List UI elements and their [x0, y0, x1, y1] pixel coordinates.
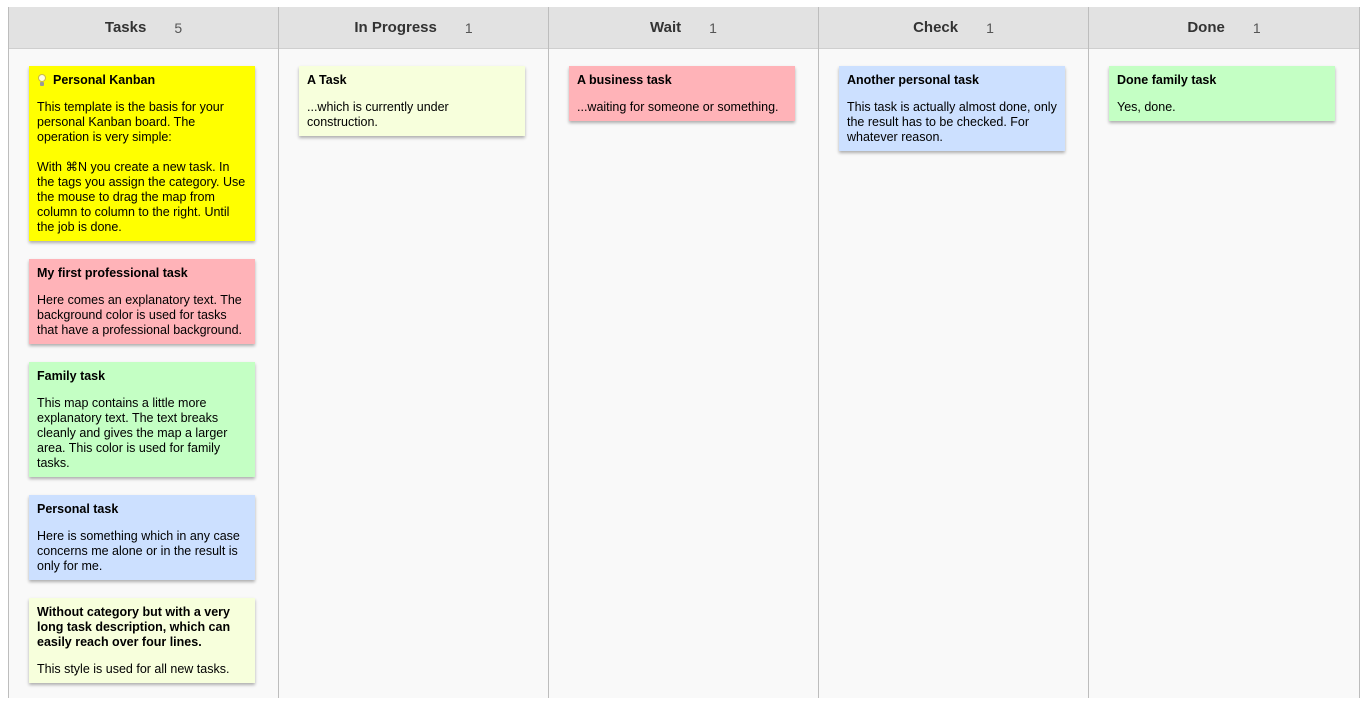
card-title: Family task [37, 369, 106, 383]
card-text: Here is something which in any case conc… [37, 529, 240, 573]
card-body: Here is something which in any case conc… [37, 529, 248, 574]
lightbulb-icon [37, 74, 47, 87]
card-text: Here comes an explanatory text. The back… [37, 293, 242, 337]
card-text: ...waiting for someone or something. [577, 100, 779, 114]
card-title: My first professional task [37, 266, 188, 280]
card-list: Done family task Yes, done. [1089, 49, 1359, 121]
task-card[interactable]: A Task ...which is currently under const… [299, 66, 525, 136]
card-body: This map contains a little more explanat… [37, 396, 248, 471]
card-title-row: Personal Kanban [37, 73, 248, 88]
card-list: A business task ...waiting for someone o… [549, 49, 818, 121]
task-card[interactable]: Personal task Here is something which in… [29, 495, 255, 580]
card-list: Another personal task This task is actua… [819, 49, 1088, 151]
card-title: Personal task [37, 502, 119, 516]
card-body: This task is actually almost done, only … [847, 100, 1058, 145]
column-check: Check 1 Another personal task This task … [819, 7, 1089, 698]
card-body: ...waiting for someone or something. [577, 100, 788, 115]
task-card[interactable]: Personal Kanban This template is the bas… [29, 66, 255, 241]
task-card[interactable]: Another personal task This task is actua… [839, 66, 1065, 151]
task-card[interactable]: A business task ...waiting for someone o… [569, 66, 795, 121]
task-card[interactable]: Without category but with a very long ta… [29, 598, 255, 683]
column-count: 5 [174, 19, 183, 36]
card-title: A Task [307, 73, 347, 87]
column-done: Done 1 Done family task Yes, done. [1089, 7, 1359, 698]
column-wait: Wait 1 A business task ...waiting for so… [549, 7, 819, 698]
column-count: 1 [986, 19, 994, 36]
column-header[interactable]: Done 1 [1089, 7, 1359, 49]
card-title: Without category but with a very long ta… [37, 605, 231, 649]
column-in-progress: In Progress 1 A Task ...which is current… [279, 7, 549, 698]
card-text: This style is used for all new tasks. [37, 662, 230, 676]
card-text: With ⌘N you create a new task. In the ta… [37, 160, 246, 234]
card-list: A Task ...which is currently under const… [279, 49, 548, 136]
card-title: Personal Kanban [53, 73, 156, 87]
column-title: In Progress [354, 19, 437, 36]
column-title: Wait [650, 19, 682, 36]
column-header[interactable]: In Progress 1 [279, 7, 548, 49]
card-title: Done family task [1117, 73, 1217, 87]
column-header[interactable]: Tasks 5 [9, 7, 278, 49]
card-body: This style is used for all new tasks. [37, 662, 248, 677]
column-title: Done [1187, 19, 1225, 36]
column-header[interactable]: Check 1 [819, 7, 1088, 49]
card-body: Here comes an explanatory text. The back… [37, 293, 248, 338]
card-title: Another personal task [847, 73, 979, 87]
task-card[interactable]: Done family task Yes, done. [1109, 66, 1335, 121]
column-tasks: Tasks 5 Personal Kanban This template is… [9, 7, 279, 698]
task-card[interactable]: Family task This map contains a little m… [29, 362, 255, 477]
card-body: ...which is currently under construction… [307, 100, 518, 130]
card-text: ...which is currently under construction… [307, 100, 449, 129]
card-text: Yes, done. [1117, 100, 1176, 114]
column-title: Check [913, 19, 959, 36]
card-body: This template is the basis for your pers… [37, 100, 248, 235]
card-body: Yes, done. [1117, 100, 1328, 115]
task-card[interactable]: My first professional task Here comes an… [29, 259, 255, 344]
card-text: This map contains a little more explanat… [37, 396, 228, 470]
column-header[interactable]: Wait 1 [549, 7, 818, 49]
column-title: Tasks [104, 19, 147, 36]
card-list: Personal Kanban This template is the bas… [9, 49, 278, 683]
card-title: A business task [577, 73, 672, 87]
column-count: 1 [1252, 19, 1261, 36]
column-count: 1 [709, 19, 717, 36]
kanban-board: Tasks 5 Personal Kanban This template is… [8, 7, 1360, 698]
card-text: This template is the basis for your pers… [37, 100, 224, 144]
card-text: This task is actually almost done, only … [847, 100, 1057, 144]
column-count: 1 [464, 19, 473, 36]
